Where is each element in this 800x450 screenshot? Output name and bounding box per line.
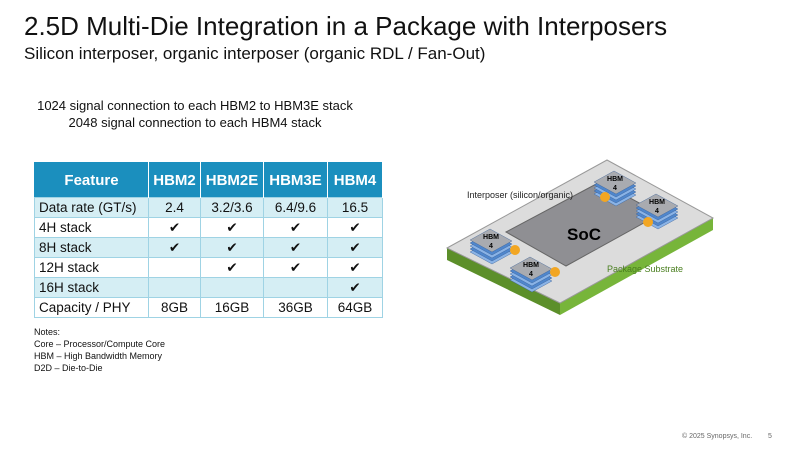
- table-header-row: Feature HBM2 HBM2E HBM3E HBM4: [34, 162, 383, 198]
- notes-heading: Notes:: [34, 327, 61, 337]
- hbm-sublabel: 4: [613, 185, 617, 192]
- hbm-label: HBM: [483, 234, 499, 241]
- copyright: © 2025 Synopsys, Inc.: [682, 433, 753, 440]
- substrate-side-right: [560, 218, 713, 315]
- table-cell: ✔: [200, 237, 264, 258]
- d2d-arrow-icon: [600, 192, 610, 202]
- substrate-side-left: [447, 248, 560, 315]
- hbm-sublabel: 4: [489, 243, 493, 250]
- d2d-arrow-icon: [550, 267, 560, 277]
- table-cell: [263, 277, 328, 298]
- hbm-label: HBM: [607, 176, 623, 183]
- table-cell: ✔: [263, 237, 328, 258]
- soc-label: SoC: [567, 225, 601, 244]
- header-cell: HBM4: [327, 162, 383, 198]
- table-row: 16H stack ✔: [34, 277, 383, 298]
- table-cell: ✔: [327, 237, 383, 258]
- header-cell: Feature: [34, 162, 149, 198]
- row-label: Capacity / PHY: [34, 297, 149, 318]
- hbm-stack: HBM 4: [509, 256, 560, 293]
- table-cell: 6.4/9.6: [263, 197, 328, 218]
- d2d-arrow-icon: [510, 245, 520, 255]
- d2d-arrow-icon: [643, 217, 653, 227]
- hbm-top: [593, 170, 637, 195]
- connection-note-1: 1024 signal connection to each HBM2 to H…: [37, 98, 353, 113]
- table-cell: ✔: [148, 237, 201, 258]
- hbm-stack: HBM 4: [593, 170, 637, 207]
- row-label: 8H stack: [34, 237, 149, 258]
- interposer-label: Interposer (silicon/organic): [467, 190, 573, 200]
- hbm-sublabel: 4: [655, 208, 659, 215]
- table-cell: 2.4: [148, 197, 201, 218]
- table-cell: 16GB: [200, 297, 264, 318]
- row-label: 16H stack: [34, 277, 149, 298]
- row-label: 12H stack: [34, 257, 149, 278]
- note-line: Core – Processor/Compute Core: [34, 339, 166, 349]
- note-line: D2D – Die-to-Die: [34, 363, 103, 373]
- header-cell: HBM2E: [200, 162, 264, 198]
- slide-subtitle: Silicon interposer, organic interposer (…: [24, 44, 486, 63]
- hbm-stack: HBM 4: [635, 193, 679, 230]
- hbm-top: [469, 228, 513, 253]
- row-label: Data rate (GT/s): [34, 197, 149, 218]
- hbm-feature-table: Feature HBM2 HBM2E HBM3E HBM4 Data rate …: [34, 162, 383, 318]
- hbm-sublabel: 4: [529, 271, 533, 278]
- table-cell: 64GB: [327, 297, 383, 318]
- connection-note-2: 2048 signal connection to each HBM4 stac…: [68, 115, 322, 130]
- notes: Notes: Core – Processor/Compute Core HBM…: [34, 326, 165, 374]
- slide-title: 2.5D Multi-Die Integration in a Package …: [24, 11, 668, 41]
- hbm-label: HBM: [649, 199, 665, 206]
- hbm-stack: HBM 4: [469, 228, 520, 265]
- table-row: 8H stack✔✔✔✔: [34, 237, 383, 258]
- header-cell: HBM2: [148, 162, 201, 198]
- table-cell: 36GB: [263, 297, 328, 318]
- table-cell: 8GB: [148, 297, 201, 318]
- table-cell: ✔: [327, 277, 383, 298]
- hbm-top: [635, 193, 679, 218]
- table-cell: [148, 277, 201, 298]
- header-cell: HBM3E: [263, 162, 328, 198]
- hbm-label: HBM: [523, 262, 539, 269]
- substrate-label: Package Substrate: [607, 264, 683, 274]
- page-number: 5: [768, 433, 772, 440]
- note-line: HBM – High Bandwidth Memory: [34, 351, 163, 361]
- table-cell: 3.2/3.6: [200, 197, 264, 218]
- table-row: 12H stack✔✔✔: [34, 257, 383, 278]
- table-row: 4H stack✔✔✔✔: [34, 217, 383, 238]
